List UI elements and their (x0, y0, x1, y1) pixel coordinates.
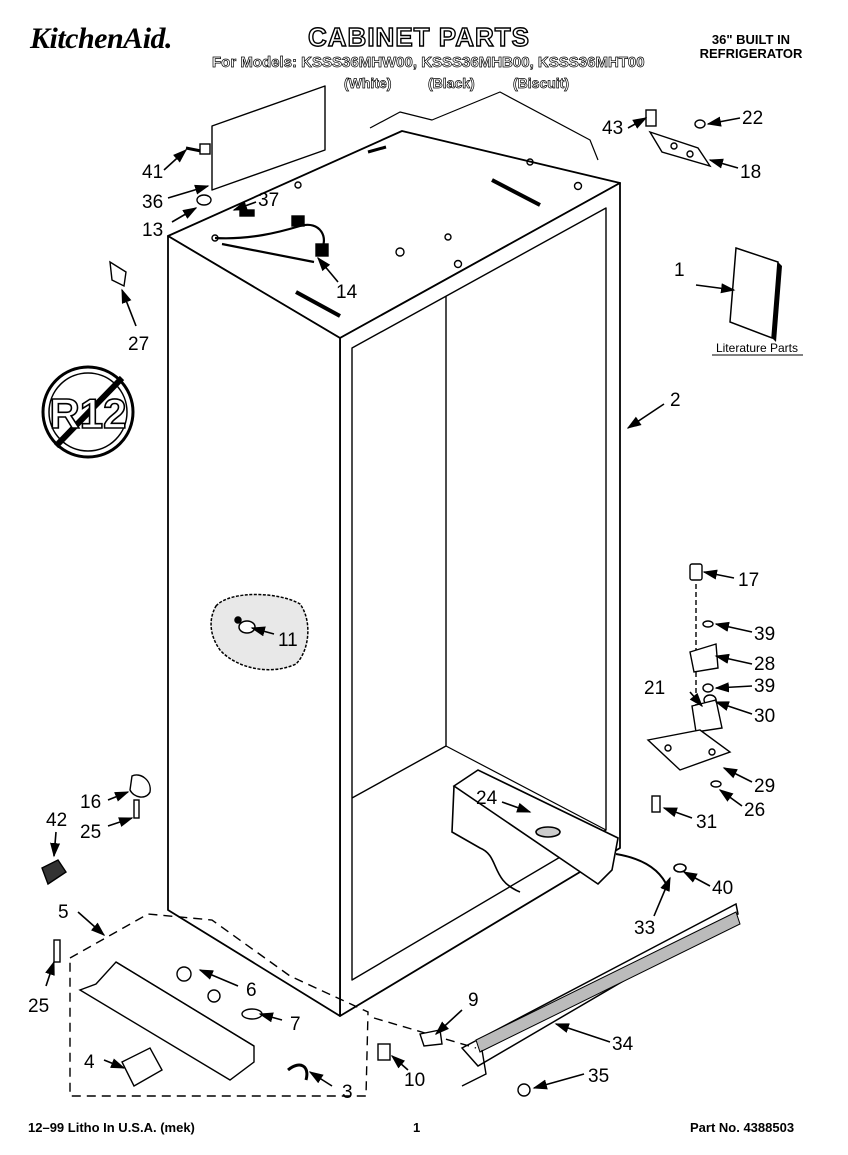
r12-refrigerant-badge: R12 (41, 365, 135, 459)
callout-39-upper: 39 (754, 624, 775, 645)
product-type-line1: 36" BUILT IN (711, 32, 791, 47)
callout-27: 27 (128, 334, 149, 355)
callout-7: 7 (290, 1014, 301, 1035)
callout-37: 37 (258, 190, 279, 211)
callout-25-upper: 25 (80, 822, 101, 843)
callout-26: 26 (744, 800, 765, 821)
callout-41: 41 (142, 162, 163, 183)
callout-3: 3 (342, 1082, 353, 1103)
callout-31: 31 (696, 812, 717, 833)
small-parts-left (41, 143, 212, 963)
litho-note: 12–99 Litho In U.S.A. (mek) (28, 1120, 195, 1135)
models-line: For Models: KSSS36MHW00, KSSS36MHB00, KS… (212, 54, 645, 71)
page-title: CABINET PARTS (307, 22, 530, 52)
callout-21: 21 (644, 678, 665, 699)
callout-39-lower: 39 (754, 676, 775, 697)
variant-white: (White) (344, 75, 392, 91)
callout-43: 43 (602, 118, 623, 139)
cabinet-body (167, 85, 621, 1017)
brand-logo: KitchenAid. (30, 22, 173, 55)
callout-numbers: 1 2 3 4 5 6 7 9 10 11 13 14 16 17 18 21 … (28, 108, 775, 1103)
callout-30: 30 (754, 706, 775, 727)
callout-13: 13 (142, 220, 163, 241)
callout-36: 36 (142, 192, 163, 213)
callout-4: 4 (84, 1052, 95, 1073)
callout-34: 34 (612, 1034, 634, 1055)
callout-10: 10 (404, 1070, 425, 1091)
variant-black: (Black) (428, 75, 475, 91)
callout-18: 18 (740, 162, 761, 183)
callout-24: 24 (476, 788, 498, 809)
r12-badge-text: R12 (49, 390, 126, 437)
bottom-front-frame (451, 769, 687, 893)
callout-17: 17 (738, 570, 759, 591)
callout-6: 6 (246, 980, 257, 1001)
callout-29: 29 (754, 776, 775, 797)
base-grille (460, 902, 741, 1087)
product-type: 36" BUILT IN REFRIGERATOR (694, 32, 808, 62)
callout-14: 14 (336, 282, 358, 303)
literature-parts-booklet: Literature Parts (712, 246, 803, 356)
product-type-line2: REFRIGERATOR (699, 46, 803, 62)
callout-22: 22 (742, 108, 763, 129)
literature-label: Literature Parts (716, 341, 798, 355)
variant-biscuit: (Biscuit) (513, 75, 570, 91)
callout-1: 1 (674, 260, 685, 281)
hinge-assembly (645, 109, 732, 813)
bottom-parts-box (69, 913, 531, 1097)
callout-42: 42 (46, 810, 67, 831)
callout-11: 11 (278, 630, 298, 651)
top-panel-details (211, 145, 583, 318)
callout-16: 16 (80, 792, 101, 813)
callout-40: 40 (712, 878, 733, 899)
callout-9: 9 (468, 990, 479, 1011)
callout-leaders (45, 116, 753, 1090)
callout-33: 33 (634, 918, 655, 939)
callout-25-lower: 25 (28, 996, 49, 1017)
part-number: Part No. 4388503 (690, 1120, 795, 1135)
callout-28: 28 (754, 654, 775, 675)
callout-5: 5 (58, 902, 69, 923)
callout-2: 2 (670, 390, 681, 411)
page-number: 1 (413, 1120, 421, 1135)
callout-35: 35 (588, 1066, 609, 1087)
